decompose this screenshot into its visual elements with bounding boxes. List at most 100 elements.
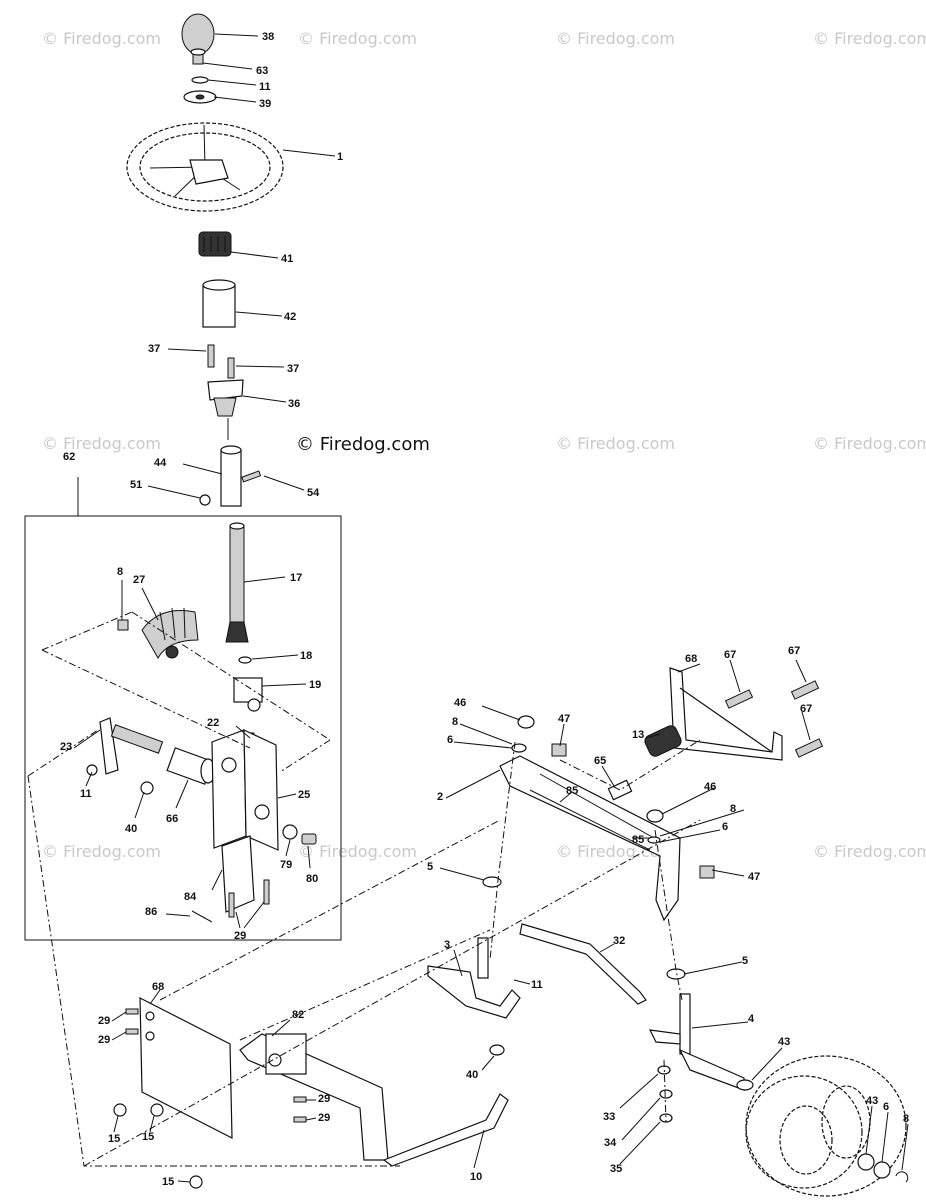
part-5-washer <box>482 876 502 888</box>
label-42: 42 <box>284 311 296 323</box>
watermark: © Firedog.com <box>556 434 675 453</box>
part-65-spacer <box>607 779 633 801</box>
part-82-frame <box>239 1033 389 1161</box>
part-46-cap <box>517 715 535 729</box>
label-80: 80 <box>306 873 318 885</box>
label-15: 15 <box>142 1131 154 1143</box>
part-43-washer-outer <box>857 1153 875 1171</box>
label-46: 46 <box>704 781 716 793</box>
label-2: 2 <box>437 791 443 803</box>
part-8-pin <box>117 619 129 631</box>
label-84: 84 <box>184 891 197 903</box>
leader-lines <box>73 33 909 1183</box>
label-51: 51 <box>130 479 142 491</box>
label-22: 22 <box>207 717 219 729</box>
part-4-spindle-right <box>648 993 745 1091</box>
label-11: 11 <box>259 81 271 93</box>
part-43-washer <box>736 1079 754 1091</box>
part-41-hub <box>198 231 232 257</box>
label-29: 29 <box>234 930 246 942</box>
label-1: 1 <box>337 151 343 163</box>
label-79: 79 <box>280 859 292 871</box>
label-15: 15 <box>108 1133 120 1145</box>
part-10-drag-link <box>382 1093 509 1167</box>
label-5: 5 <box>742 955 748 967</box>
label-17: 17 <box>290 572 302 584</box>
label-29: 29 <box>318 1093 330 1105</box>
label-38: 38 <box>262 31 274 43</box>
copyright-notice: © Firedog.com <box>296 434 430 455</box>
label-8: 8 <box>730 803 736 815</box>
part-2-axle <box>499 755 681 922</box>
label-46: 46 <box>454 697 466 709</box>
part-66-bushing <box>166 747 216 785</box>
part-38-cap <box>181 13 215 55</box>
watermark: © Firedog.com <box>42 29 161 48</box>
part-47-fitting <box>551 743 567 757</box>
label-36: 36 <box>288 398 300 410</box>
part-44-shaft-coupler <box>220 445 242 507</box>
watermark: © Firedog.com <box>556 29 675 48</box>
part-23-pivot-arm <box>99 717 164 775</box>
part-40-nut-lower <box>489 1044 505 1056</box>
label-33: 33 <box>603 1111 615 1123</box>
label-39: 39 <box>259 98 271 110</box>
part-36-bracket <box>207 379 244 417</box>
label-29: 29 <box>318 1112 330 1124</box>
label-40: 40 <box>125 823 137 835</box>
part-33-washer <box>657 1065 671 1075</box>
label-47: 47 <box>558 713 570 725</box>
label-18: 18 <box>300 650 312 662</box>
part-46-cap-right <box>646 809 664 823</box>
label-34: 34 <box>604 1137 617 1149</box>
label-13: 13 <box>632 729 644 741</box>
part-37-bolts <box>207 344 235 379</box>
part-67-bolts <box>724 680 824 758</box>
part-13-bushing <box>644 725 682 757</box>
part-68-bracket-right <box>669 667 783 761</box>
watermark-layer: © Firedog.com © Firedog.com © Firedog.co… <box>42 29 926 861</box>
label-6: 6 <box>722 821 728 833</box>
label-85: 85 <box>632 834 644 846</box>
label-82: 82 <box>292 1009 304 1021</box>
label-15: 15 <box>162 1176 174 1188</box>
part-34-washer <box>659 1089 673 1099</box>
label-32: 32 <box>613 935 625 947</box>
label-23: 23 <box>60 741 72 753</box>
part-17-steering-shaft <box>225 522 249 643</box>
label-47: 47 <box>748 871 760 883</box>
part-80-nut <box>301 833 317 845</box>
label-3: 3 <box>444 939 450 951</box>
part-1-steering-wheel <box>126 122 284 212</box>
label-4: 4 <box>748 1013 755 1025</box>
label-29: 29 <box>98 1034 110 1046</box>
part-42-sleeve <box>202 279 236 328</box>
watermark: © Firedog.com <box>298 842 417 861</box>
part-51-nut <box>199 494 211 506</box>
label-10: 10 <box>470 1171 482 1183</box>
label-11: 11 <box>531 979 543 991</box>
assembly-lines-axle <box>489 739 701 1123</box>
label-67: 67 <box>800 703 812 715</box>
part-79-washer <box>282 824 298 840</box>
part-25-bracket <box>211 729 279 851</box>
label-43: 43 <box>866 1095 878 1107</box>
label-8: 8 <box>117 566 123 578</box>
label-37: 37 <box>287 363 299 375</box>
label-8: 8 <box>452 716 458 728</box>
part-5-washer-right <box>666 968 686 980</box>
part-8-pin-outer <box>895 1171 909 1183</box>
watermark: © Firedog.com <box>298 29 417 48</box>
watermark: © Firedog.com <box>813 434 926 453</box>
watermark: © Firedog.com <box>813 842 926 861</box>
part-47-fitting-right <box>699 865 715 879</box>
label-66: 66 <box>166 813 178 825</box>
assembly-lines-inset <box>27 611 331 777</box>
part-54-bolt <box>241 470 262 483</box>
label-6: 6 <box>883 1101 889 1113</box>
part-39-plate <box>183 90 217 104</box>
inset-box <box>24 515 342 941</box>
label-19: 19 <box>309 679 321 691</box>
part-32-tie-rod <box>519 923 647 1005</box>
